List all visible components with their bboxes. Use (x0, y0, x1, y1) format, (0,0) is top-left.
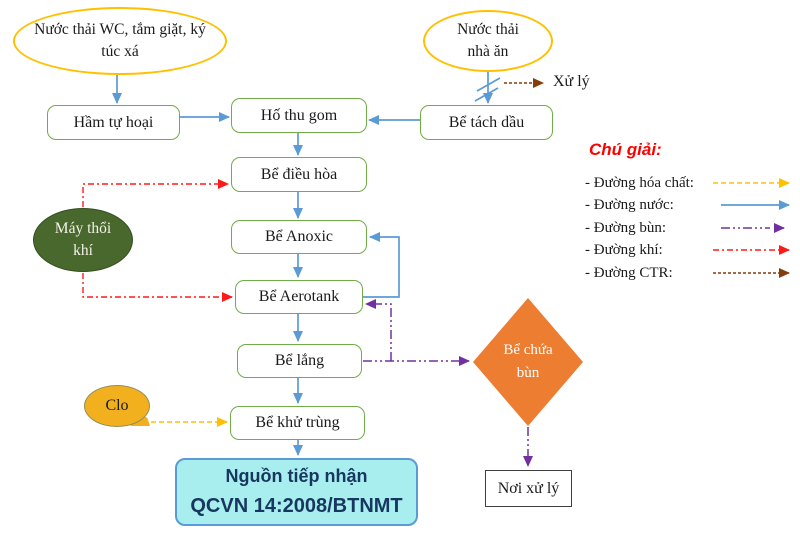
sludge-arrow-return-to-aerotank (365, 299, 392, 361)
legend-item-air: - Đường khí: (585, 241, 663, 259)
legend-item-chemical-label: - Đường hóa chất: (585, 175, 694, 191)
legend-item-ctr-label: - Đường CTR: (585, 265, 673, 281)
legend-item-air-label: - Đường khí: (585, 242, 663, 258)
grease-trap-label: Bể tách dầu (448, 113, 525, 131)
collection-pit-label: Hố thu gom (260, 106, 338, 124)
legend-item-chemical: - Đường hóa chất: (585, 174, 694, 192)
settling-tank-box: Bể lắng (237, 344, 362, 378)
air-blower-label: Máy thổi khí (54, 219, 112, 259)
legend-item-sludge: - Đường bùn: (585, 219, 666, 237)
air-blower-ellipse: Máy thổi khí (33, 208, 133, 272)
sludge-tank-label: Bể chứa bùn (503, 341, 553, 381)
equalization-tank-label: Bể điều hòa (260, 165, 338, 183)
source-wastewater-kitchen-label: Nước thải nhà ăn (457, 20, 519, 60)
receiving-source-box: Nguồn tiếp nhận QCVN 14:2008/BTNMT (175, 458, 418, 526)
aerotank-label: Bể Aerotank (258, 288, 340, 306)
chlorine-callout-body: Clo (84, 385, 150, 427)
grease-trap-hatch-mark-2 (474, 87, 499, 102)
source-wastewater-wc-ellipse: Nước thải WC, tắm giặt, ký túc xá (13, 7, 227, 75)
air-arrow-blower-to-aerotank (82, 273, 233, 302)
equalization-tank-box: Bể điều hòa (231, 157, 367, 192)
chlorine-label: Clo (105, 397, 129, 414)
anoxic-tank-box: Bể Anoxic (231, 220, 367, 254)
air-arrow-blower-to-equalization (82, 179, 229, 207)
disinfection-tank-box: Bể khử trùng (230, 406, 365, 440)
collection-pit-box: Hố thu gom (231, 98, 367, 133)
receiving-source-title: Nguồn tiếp nhận (225, 465, 368, 486)
anoxic-tank-label: Bể Anoxic (265, 228, 333, 246)
septic-tank-box: Hầm tự hoại (47, 105, 180, 140)
legend-item-water-label: - Đường nước: (585, 197, 674, 213)
grease-trap-box: Bể tách dầu (420, 105, 553, 140)
water-arrow-aerotank-recirculation-to-anoxic (363, 232, 400, 298)
disposal-site-label: Nơi xử lý (497, 479, 560, 497)
receiving-source-standard: QCVN 14:2008/BTNMT (190, 495, 403, 518)
disposal-site-box: Nơi xử lý (485, 470, 572, 507)
settling-tank-label: Bể lắng (274, 352, 325, 370)
source-wastewater-kitchen-ellipse: Nước thải nhà ăn (423, 10, 553, 72)
legend-item-water: - Đường nước: (585, 196, 674, 214)
legend-title: Chú giải: (589, 140, 662, 159)
source-wastewater-wc-label: Nước thải WC, tắm giặt, ký túc xá (34, 20, 206, 60)
legend-item-sludge-label: - Đường bùn: (585, 220, 667, 236)
disinfection-tank-label: Bể khử trùng (255, 414, 340, 432)
grease-trap-hatch-mark-1 (476, 77, 501, 92)
legend-item-ctr: - Đường CTR: (585, 264, 673, 282)
aerotank-box: Bể Aerotank (235, 280, 363, 314)
treatment-label: Xử lý (553, 73, 590, 90)
septic-tank-label: Hầm tự hoại (73, 113, 154, 131)
